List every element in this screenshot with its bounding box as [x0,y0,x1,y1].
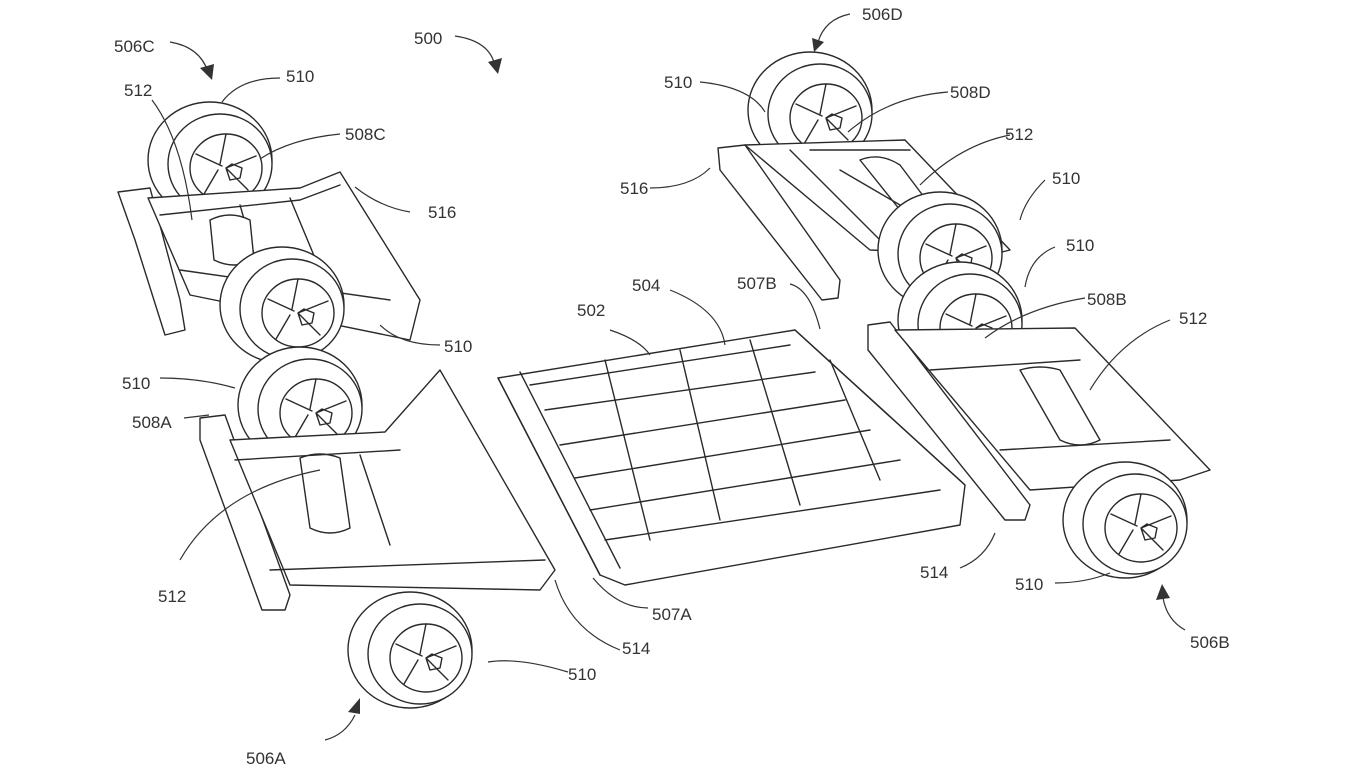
label-510-a-top: 510 [122,374,150,393]
label-514-b: 514 [920,563,948,582]
label-510-c-top: 510 [286,67,314,86]
drive-module-506C [117,101,421,364]
label-506A: 506A [246,749,286,768]
label-506D: 506D [862,5,903,24]
leader-lines [151,13,1186,741]
label-512-a: 512 [158,587,186,606]
drive-module-506A [199,346,556,709]
label-508C: 508C [345,125,386,144]
battery-pack-502 [497,329,966,586]
label-510-c-bottom: 510 [444,337,472,356]
label-506B: 506B [1190,633,1230,652]
label-508D: 508D [950,83,991,102]
label-516-d: 516 [620,179,648,198]
drive-module-506D [717,51,1011,309]
label-512-d: 512 [1005,125,1033,144]
label-508B: 508B [1087,290,1127,309]
label-512-c: 512 [124,81,152,100]
label-504: 504 [632,276,660,295]
label-506C: 506C [114,37,155,56]
label-510-b-top: 510 [1066,236,1094,255]
label-510-a-bottom: 510 [568,665,596,684]
label-502: 502 [577,301,605,320]
drive-module-506B [867,261,1211,579]
label-512-b: 512 [1179,309,1207,328]
label-516-c: 516 [428,203,456,222]
label-510-d-top: 510 [664,73,692,92]
reference-labels: 506C 500 506D 510 512 508C 516 510 510 5… [114,5,1230,768]
label-507B: 507B [737,274,777,293]
label-508A: 508A [132,413,172,432]
label-500: 500 [414,29,442,48]
label-514-a: 514 [622,639,650,658]
label-510-d-bottom: 510 [1052,169,1080,188]
label-510-b-bottom: 510 [1015,575,1043,594]
label-507A: 507A [652,605,692,624]
